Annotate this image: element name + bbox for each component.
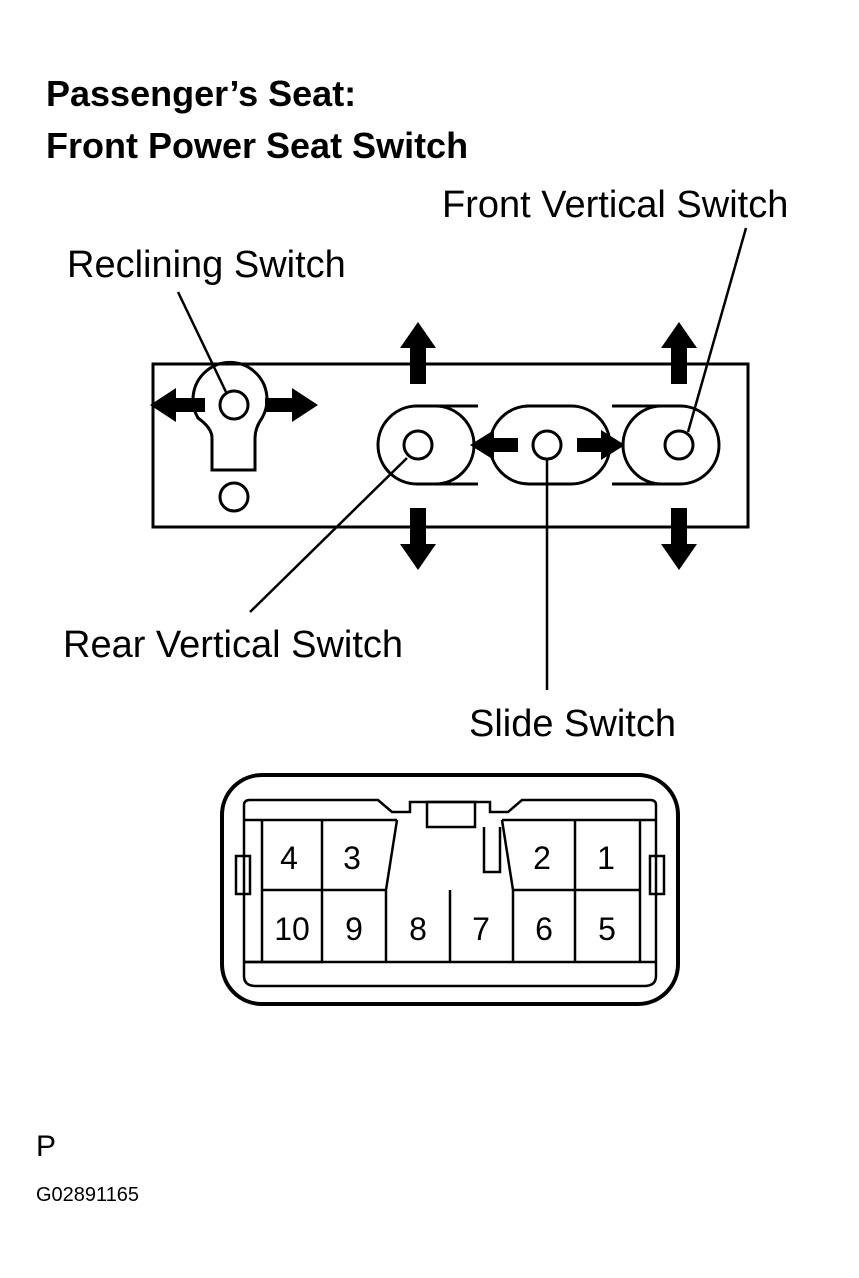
connector-outline (220, 773, 680, 1006)
pin-5: 5 (598, 911, 616, 947)
figure-code: G02891165 (36, 1184, 140, 1206)
title-line-1: Passenger’s Seat: (46, 73, 357, 114)
pin-1: 1 (597, 840, 615, 876)
pin-3: 3 (343, 840, 361, 876)
pin-6: 6 (535, 911, 553, 947)
pin-8: 8 (409, 911, 427, 947)
slide-switch-label: Slide Switch (469, 703, 676, 745)
pin-7: 7 (472, 911, 490, 947)
vertical-arrows (400, 322, 697, 570)
pin-9: 9 (345, 911, 363, 947)
reclining-switch-label: Reclining Switch (67, 244, 346, 286)
connector-pins: 4 3 2 1 10 9 8 7 6 5 (274, 840, 616, 947)
switch-panel (151, 362, 750, 529)
front-vertical-switch-label: Front Vertical Switch (442, 184, 789, 226)
pin-2: 2 (533, 840, 551, 876)
pin-4: 4 (280, 840, 298, 876)
slide-arrows (470, 430, 625, 460)
vertical-slide-switch-body (376, 404, 721, 486)
footer-letter: P (36, 1130, 57, 1163)
pin-10: 10 (274, 911, 310, 947)
reclining-switch (191, 361, 269, 513)
rear-vertical-switch-label: Rear Vertical Switch (63, 624, 404, 666)
title-line-2: Front Power Seat Switch (46, 125, 469, 166)
leader-lines (176, 227, 748, 690)
reclining-arrows (150, 388, 318, 422)
